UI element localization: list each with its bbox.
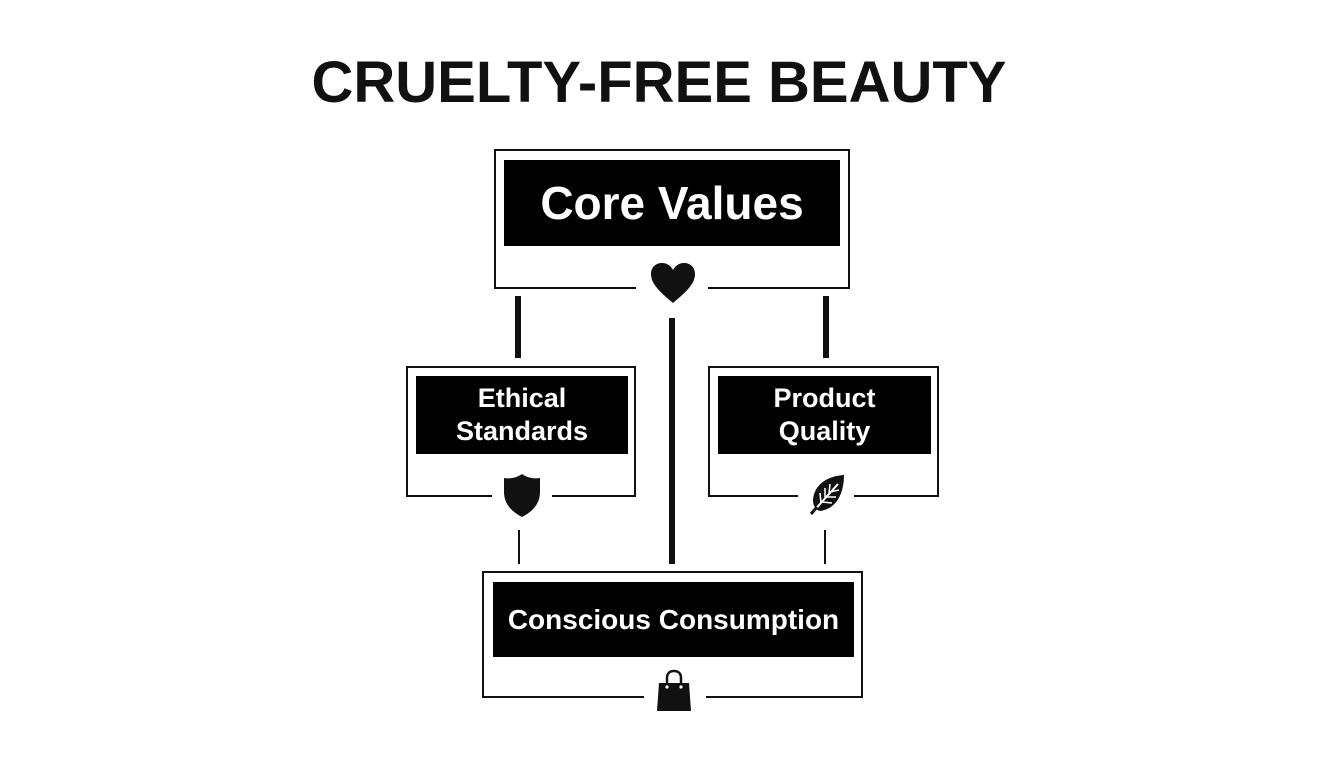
connector-quality-to-consumption bbox=[824, 530, 826, 564]
ethical-standards-label-line1: Ethical bbox=[477, 383, 567, 413]
leaf-icon bbox=[809, 475, 844, 515]
ethical-standards-label-line2: Standards bbox=[455, 416, 589, 446]
connector-ethical-to-consumption bbox=[518, 530, 520, 564]
diagram-title: CRUELTY-FREE BEAUTY bbox=[311, 50, 1007, 115]
product-quality-label-line1: Product bbox=[773, 383, 876, 413]
connector-core-to-quality bbox=[823, 296, 829, 358]
conscious-consumption-label: Conscious Consumption bbox=[507, 603, 840, 635]
node-conscious-consumption: Conscious Consumption bbox=[482, 571, 863, 711]
connector-core-to-ethical bbox=[515, 296, 521, 358]
ethical-standards-label-box: Ethical Standards bbox=[416, 376, 628, 454]
core-values-label-box: Core Values bbox=[504, 160, 840, 246]
node-ethical-standards: Ethical Standards bbox=[406, 366, 636, 517]
core-values-label: Core Values bbox=[540, 177, 804, 229]
shield-icon bbox=[504, 474, 540, 517]
product-quality-label-line2: Quality bbox=[778, 416, 871, 446]
node-product-quality: Product Quality bbox=[708, 366, 939, 515]
conscious-consumption-label-box: Conscious Consumption bbox=[493, 582, 854, 657]
connector-core-to-consumption bbox=[669, 318, 675, 564]
product-quality-label-box: Product Quality bbox=[718, 376, 931, 454]
node-core-values: Core Values bbox=[494, 149, 850, 303]
heart-icon bbox=[651, 263, 695, 303]
shopping-bag-icon bbox=[657, 669, 691, 711]
